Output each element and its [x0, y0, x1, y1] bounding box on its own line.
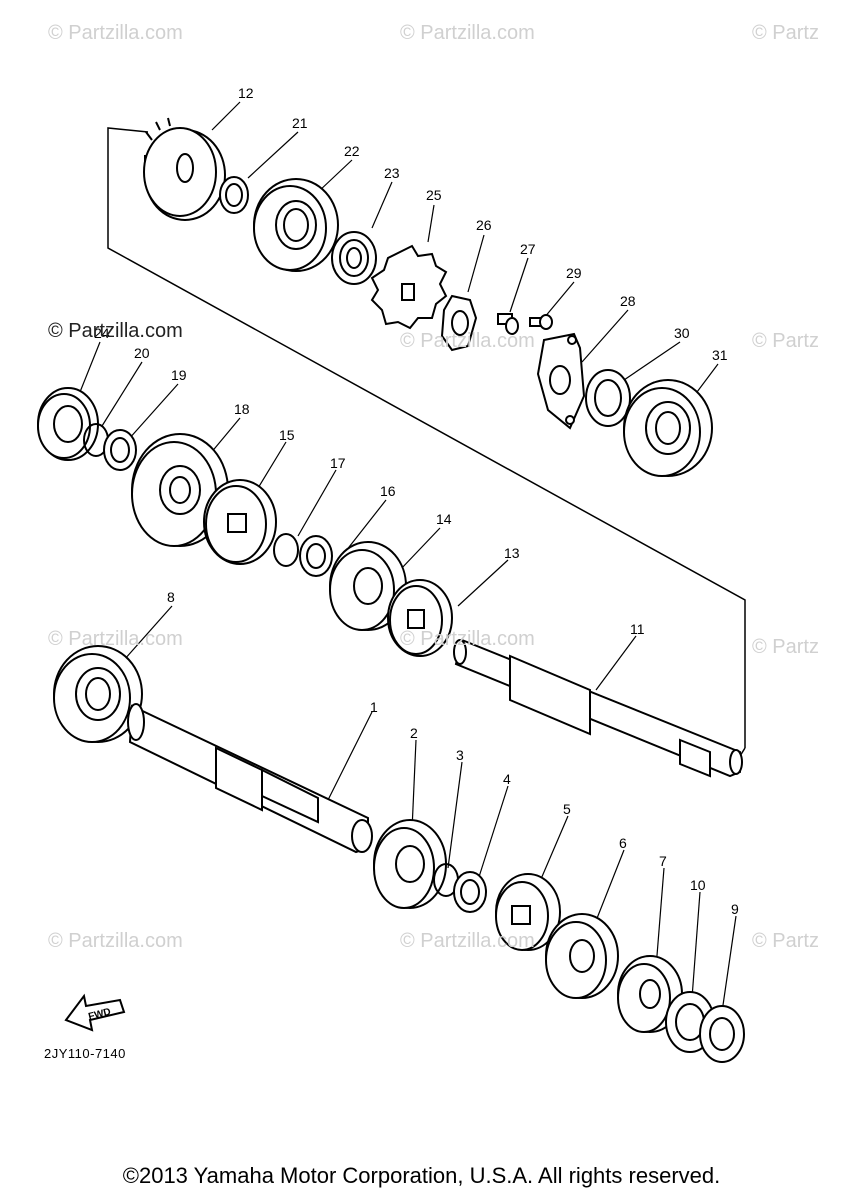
label-3: 3 — [456, 747, 464, 763]
part-23-bearing — [331, 231, 377, 285]
label-22: 22 — [344, 143, 360, 159]
part-19-washer — [103, 429, 137, 471]
transmission-exploded-diagram: FWD 1 2 3 4 5 6 7 8 9 10 11 12 13 14 15 … — [37, 85, 746, 1063]
part-17-clip — [273, 533, 299, 567]
label-28: 28 — [620, 293, 636, 309]
label-30: 30 — [674, 325, 690, 341]
watermark: © Partzilla.com — [400, 628, 535, 650]
part-29-screw — [529, 314, 553, 330]
part-11-shaft — [453, 638, 743, 778]
label-14: 14 — [436, 511, 452, 527]
watermark: © Partzilla.com — [400, 330, 535, 352]
watermark: © Partzilla.com — [400, 22, 535, 44]
watermark: © Partzilla.com — [48, 628, 183, 650]
part-8-bearing — [53, 645, 143, 743]
watermark: © Partz — [752, 22, 819, 44]
watermark: © Partzilla.com — [400, 930, 535, 952]
label-23: 23 — [384, 165, 400, 181]
label-11: 11 — [630, 621, 645, 637]
part-2-gear — [373, 819, 447, 909]
part-27-bolt — [497, 313, 519, 335]
label-19: 19 — [171, 367, 187, 383]
label-10: 10 — [690, 877, 706, 893]
label-13: 13 — [504, 545, 520, 561]
watermark: © Partzilla.com — [48, 320, 183, 342]
part-26-lock-washer — [440, 294, 478, 352]
part-6-gear — [545, 913, 619, 999]
label-6: 6 — [619, 835, 627, 851]
part-25-sprocket — [370, 244, 448, 330]
fwd-arrow-icon: FWD — [64, 993, 126, 1032]
label-24: 24 — [94, 325, 110, 341]
part-5-gear — [495, 873, 561, 951]
diagram-code: 2JY110-7140 — [44, 1046, 126, 1061]
label-26: 26 — [476, 217, 492, 233]
watermark: © Partzilla.com — [48, 930, 183, 952]
label-25: 25 — [426, 187, 442, 203]
part-10-bearing — [665, 991, 715, 1053]
label-7: 7 — [659, 853, 667, 869]
part-9-seal — [699, 1005, 745, 1063]
watermark: © Partz — [752, 930, 819, 952]
label-20: 20 — [134, 345, 150, 361]
part-21-washer — [219, 176, 249, 214]
label-15: 15 — [279, 427, 295, 443]
copyright-notice: ©2013 Yamaha Motor Corporation, U.S.A. A… — [122, 1163, 721, 1188]
label-31: 31 — [712, 347, 728, 363]
part-28-plate — [536, 332, 586, 430]
label-17: 17 — [330, 455, 346, 471]
label-8: 8 — [167, 589, 175, 605]
part-1-shaft — [127, 703, 373, 854]
part-30-seal — [585, 369, 631, 427]
label-18: 18 — [234, 401, 250, 417]
part-22-bearing — [253, 178, 339, 272]
label-5: 5 — [563, 801, 571, 817]
part-12-gear — [143, 117, 226, 221]
part-16-washer — [299, 535, 333, 577]
fwd-arrow-label: FWD — [87, 1007, 112, 1023]
label-16: 16 — [380, 483, 396, 499]
label-4: 4 — [503, 771, 511, 787]
part-14-gear — [329, 541, 407, 631]
label-1: 1 — [370, 699, 378, 715]
part-31-bearing — [623, 379, 713, 477]
label-12: 12 — [238, 85, 254, 101]
part-7-gear — [617, 955, 683, 1033]
label-29: 29 — [566, 265, 582, 281]
label-2: 2 — [410, 725, 418, 741]
watermark: © Partzilla.com — [48, 22, 183, 44]
watermark: © Partz — [752, 636, 819, 658]
part-15-gear — [203, 479, 277, 565]
part-4-washer — [453, 871, 487, 913]
label-21: 21 — [292, 115, 308, 131]
label-27: 27 — [520, 241, 536, 257]
part-13-gear — [387, 579, 453, 657]
part-24-bearing — [37, 387, 99, 461]
part-labels: 1 2 3 4 5 6 7 8 9 10 11 12 13 14 15 16 1… — [94, 85, 739, 917]
label-9: 9 — [731, 901, 739, 917]
watermark: © Partz — [752, 330, 819, 352]
